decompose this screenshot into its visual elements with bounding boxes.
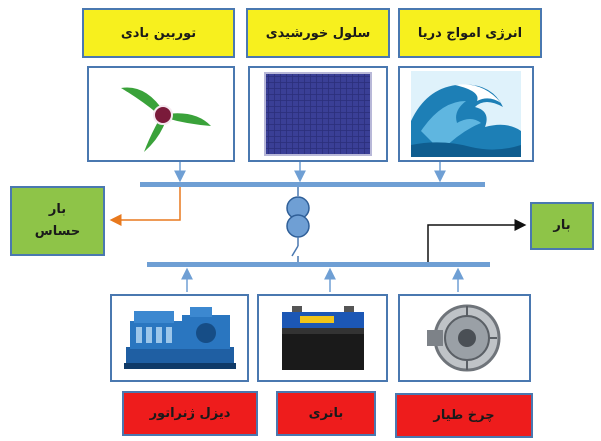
wind-turbine-panel (87, 66, 235, 162)
wind-turbine-label: توربین بادی (82, 8, 235, 58)
load-box: بار (530, 202, 594, 250)
transformer-icon (286, 187, 310, 262)
flywheel-label-text: چرخ طیار (433, 408, 495, 423)
flywheel-panel (398, 294, 531, 382)
flywheel-icon (426, 304, 500, 372)
load-arrow (427, 219, 527, 262)
sensitive-load-box: بار حساس (10, 186, 105, 256)
wave-energy-label-text: انرژی امواج دریا (417, 25, 523, 41)
flywheel-label: چرخ طیار (395, 393, 533, 438)
solar-panel-icon (264, 72, 372, 156)
battery-icon (281, 306, 364, 370)
sensitive-load-line1: بار (48, 202, 67, 217)
load-label: بار (553, 218, 571, 233)
solar-cell-label-text: سلول خورشیدی (265, 25, 371, 41)
sensitive-load-line2: حساس (34, 224, 81, 239)
battery-panel (257, 294, 388, 382)
diesel-generator-label: دیزل ژنراتور (122, 391, 258, 436)
sensitive-load-arrow (109, 187, 181, 226)
solar-cell-panel (248, 66, 388, 162)
lower-bus (147, 262, 490, 267)
wave-energy-panel (398, 66, 534, 162)
wind-turbine-label-text: توربین بادی (120, 25, 197, 41)
wind-turbine-icon (121, 87, 211, 152)
diesel-generator-label-text: دیزل ژنراتور (149, 406, 231, 421)
battery-label: باتری (276, 391, 376, 436)
battery-label-text: باتری (308, 406, 344, 421)
diesel-generator-icon (123, 307, 236, 369)
ocean-wave-icon (411, 71, 521, 157)
upper-bus (140, 182, 485, 187)
diesel-generator-panel (110, 294, 249, 382)
wave-energy-label: انرژی امواج دریا (398, 8, 542, 58)
solar-cell-label: سلول خورشیدی (246, 8, 390, 58)
